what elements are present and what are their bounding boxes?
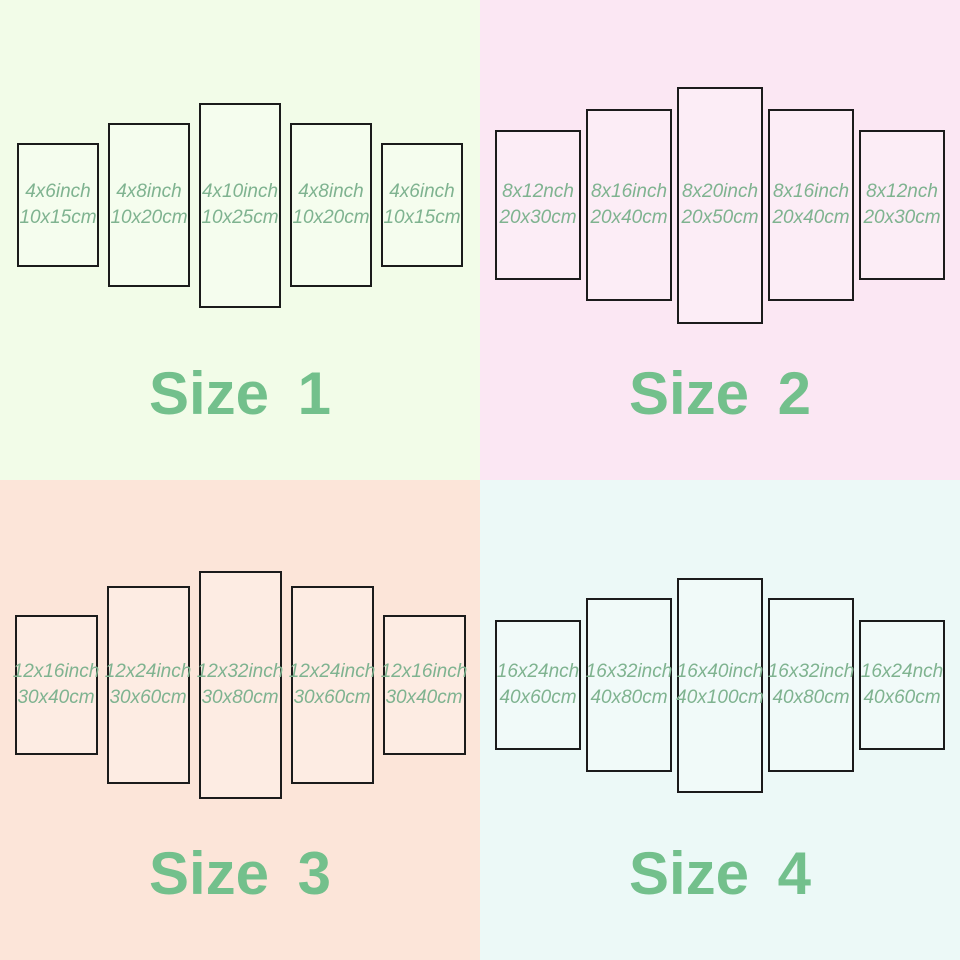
panel-size-text: 4x6inch 10x15cm xyxy=(19,179,96,231)
canvas-panel: 12x32inch 30x80cm xyxy=(197,571,284,799)
panel-size-cm: 20x40cm xyxy=(772,207,850,228)
panel-size-cm: 40x80cm xyxy=(772,687,850,708)
size-label: Size 1 xyxy=(148,360,332,427)
panel-size-cm: 10x20cm xyxy=(292,207,370,228)
panel-size-text: 12x32inch 30x80cm xyxy=(197,659,284,711)
panel-size-cm: 40x60cm xyxy=(499,687,577,708)
panel-size-inch: 12x32inch xyxy=(196,661,284,682)
panel-row: 12x16inch 30x40cm 12x24inch 30x60cm 12x3… xyxy=(0,480,480,890)
panel-size-inch: 12x24inch xyxy=(104,661,192,682)
canvas-panel: 8x16inch 20x40cm xyxy=(768,109,854,301)
panel-size-text: 8x20inch 20x50cm xyxy=(681,179,758,231)
canvas-panel: 8x20inch 20x50cm xyxy=(677,86,763,324)
panel-size-text: 12x16inch 30x40cm xyxy=(381,659,468,711)
panel-size-inch: 4x10inch xyxy=(201,181,279,202)
panel-size-cm: 20x40cm xyxy=(590,207,668,228)
panel-size-cm: 10x15cm xyxy=(19,207,97,228)
panel-row: 8x12nch 20x30cm 8x16inch 20x40cm 8x20inc… xyxy=(480,0,960,410)
panel-size-text: 16x32inch 40x80cm xyxy=(768,659,855,711)
panel-size-inch: 8x16inch xyxy=(590,181,668,202)
panel-size-inch: 12x16inch xyxy=(12,661,100,682)
panel-size-text: 8x12nch 20x30cm xyxy=(499,179,576,231)
canvas-panel: 12x16inch 30x40cm xyxy=(381,615,468,755)
canvas-panel: 8x12nch 20x30cm xyxy=(495,130,581,280)
panel-size-text: 16x24nch 40x60cm xyxy=(861,659,943,711)
panel-size-inch: 4x6inch xyxy=(389,181,455,202)
panel-size-inch: 8x12nch xyxy=(502,181,574,202)
panel-size-text: 8x16inch 20x40cm xyxy=(590,179,667,231)
panel-size-text: 8x12nch 20x30cm xyxy=(863,179,940,231)
panel-size-inch: 8x20inch xyxy=(681,181,759,202)
panel-size-inch: 4x8inch xyxy=(298,181,364,202)
panel-size-inch: 16x32inch xyxy=(767,661,855,682)
canvas-panel: 4x8inch 10x20cm xyxy=(290,123,372,287)
panel-size-cm: 30x40cm xyxy=(385,687,463,708)
canvas-panel: 4x6inch 10x15cm xyxy=(381,143,463,267)
panel-size-text: 12x24inch 30x60cm xyxy=(289,659,376,711)
size-label: Size 4 xyxy=(628,840,812,907)
panel-size-inch: 12x16inch xyxy=(380,661,468,682)
panel-row: 4x6inch 10x15cm 4x8inch 10x20cm 4x10inch… xyxy=(0,0,480,410)
panel-size-cm: 30x60cm xyxy=(109,687,187,708)
panel-size-text: 4x10inch 10x25cm xyxy=(201,179,278,231)
panel-size-cm: 30x40cm xyxy=(17,687,95,708)
panel-size-inch: 16x24nch xyxy=(496,661,580,682)
panel-size-inch: 8x16inch xyxy=(772,181,850,202)
canvas-panel: 4x6inch 10x15cm xyxy=(17,143,99,267)
canvas-panel: 8x16inch 20x40cm xyxy=(586,109,672,301)
panel-size-text: 16x32inch 40x80cm xyxy=(586,659,673,711)
size-label: Size 3 xyxy=(148,840,332,907)
panel-size-cm: 20x50cm xyxy=(681,207,759,228)
panel-size-cm: 10x25cm xyxy=(201,207,279,228)
panel-size-cm: 10x15cm xyxy=(383,207,461,228)
panel-size-cm: 40x100cm xyxy=(676,687,764,708)
panel-size-text: 4x6inch 10x15cm xyxy=(383,179,460,231)
canvas-panel: 4x8inch 10x20cm xyxy=(108,123,190,287)
panel-size-inch: 8x12nch xyxy=(866,181,938,202)
panel-size-text: 12x16inch 30x40cm xyxy=(13,659,100,711)
panel-size-cm: 40x60cm xyxy=(863,687,941,708)
quadrant-size-1: 4x6inch 10x15cm 4x8inch 10x20cm 4x10inch… xyxy=(0,0,480,480)
panel-size-cm: 30x80cm xyxy=(201,687,279,708)
panel-size-text: 4x8inch 10x20cm xyxy=(292,179,369,231)
panel-size-text: 4x8inch 10x20cm xyxy=(110,179,187,231)
panel-size-cm: 40x80cm xyxy=(590,687,668,708)
panel-row: 16x24nch 40x60cm 16x32inch 40x80cm 16x40… xyxy=(480,480,960,890)
canvas-panel: 12x16inch 30x40cm xyxy=(13,615,100,755)
size-label: Size 2 xyxy=(628,360,812,427)
panel-size-text: 12x24inch 30x60cm xyxy=(105,659,192,711)
panel-size-cm: 20x30cm xyxy=(863,207,941,228)
panel-size-inch: 4x6inch xyxy=(25,181,91,202)
panel-size-inch: 12x24inch xyxy=(288,661,376,682)
canvas-panel: 16x24nch 40x60cm xyxy=(495,620,581,750)
panel-size-inch: 16x24nch xyxy=(860,661,944,682)
panel-size-cm: 20x30cm xyxy=(499,207,577,228)
canvas-panel: 8x12nch 20x30cm xyxy=(859,130,945,280)
canvas-panel: 16x40inch 40x100cm xyxy=(676,577,764,793)
canvas-panel: 12x24inch 30x60cm xyxy=(289,586,376,784)
panel-size-inch: 16x32inch xyxy=(585,661,673,682)
panel-size-text: 16x40inch 40x100cm xyxy=(676,659,764,711)
canvas-panel: 16x32inch 40x80cm xyxy=(768,598,854,772)
panel-size-text: 8x16inch 20x40cm xyxy=(772,179,849,231)
quadrant-size-3: 12x16inch 30x40cm 12x24inch 30x60cm 12x3… xyxy=(0,480,480,960)
canvas-panel: 16x32inch 40x80cm xyxy=(586,598,672,772)
quadrant-size-4: 16x24nch 40x60cm 16x32inch 40x80cm 16x40… xyxy=(480,480,960,960)
canvas-panel: 16x24nch 40x60cm xyxy=(859,620,945,750)
panel-size-cm: 10x20cm xyxy=(110,207,188,228)
canvas-panel: 4x10inch 10x25cm xyxy=(199,102,281,308)
panel-size-cm: 30x60cm xyxy=(293,687,371,708)
panel-size-inch: 16x40inch xyxy=(676,661,764,682)
canvas-panel: 12x24inch 30x60cm xyxy=(105,586,192,784)
panel-size-inch: 4x8inch xyxy=(116,181,182,202)
quadrant-size-2: 8x12nch 20x30cm 8x16inch 20x40cm 8x20inc… xyxy=(480,0,960,480)
panel-size-text: 16x24nch 40x60cm xyxy=(497,659,579,711)
